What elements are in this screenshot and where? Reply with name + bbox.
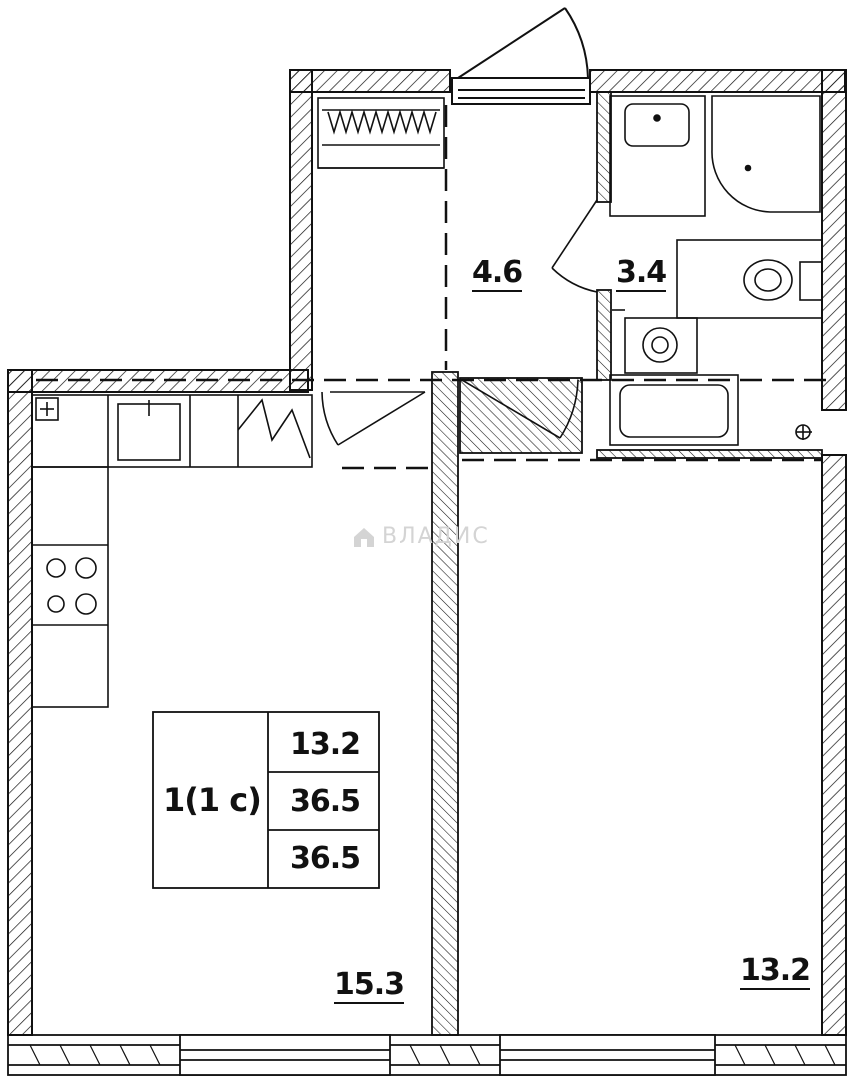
bathroom-fixtures <box>609 95 823 446</box>
watermark-text: ВЛАДИС <box>382 524 490 549</box>
hallway-area: 4.6 <box>472 255 523 292</box>
total-area-balcony-value: 36.5 <box>290 841 361 876</box>
exterior-walls <box>7 69 847 1036</box>
apartment-type: 1(1 с) <box>163 781 262 819</box>
riser-icon <box>795 424 812 440</box>
kitchen-fixtures <box>31 394 313 708</box>
house-icon <box>354 527 374 547</box>
dashed-lines <box>36 105 830 470</box>
watermark: ВЛАДИС <box>352 524 490 549</box>
summary-table <box>152 711 380 889</box>
bottom-window-wall <box>7 1034 847 1076</box>
bedroom-door <box>461 379 579 439</box>
bathroom-area: 3.4 <box>616 255 667 292</box>
kitchen-door <box>321 391 426 446</box>
total-area-value: 36.5 <box>290 784 361 819</box>
kitchen-living-area: 15.3 <box>334 967 405 1004</box>
bathroom-door <box>551 199 598 293</box>
entrance-door <box>451 7 591 105</box>
bottom-wall-ticks <box>29 1044 836 1066</box>
bedroom-area: 13.2 <box>740 953 811 990</box>
interior-walls <box>431 91 823 1036</box>
living-area-value: 13.2 <box>290 727 361 762</box>
wardrobe <box>317 97 445 169</box>
